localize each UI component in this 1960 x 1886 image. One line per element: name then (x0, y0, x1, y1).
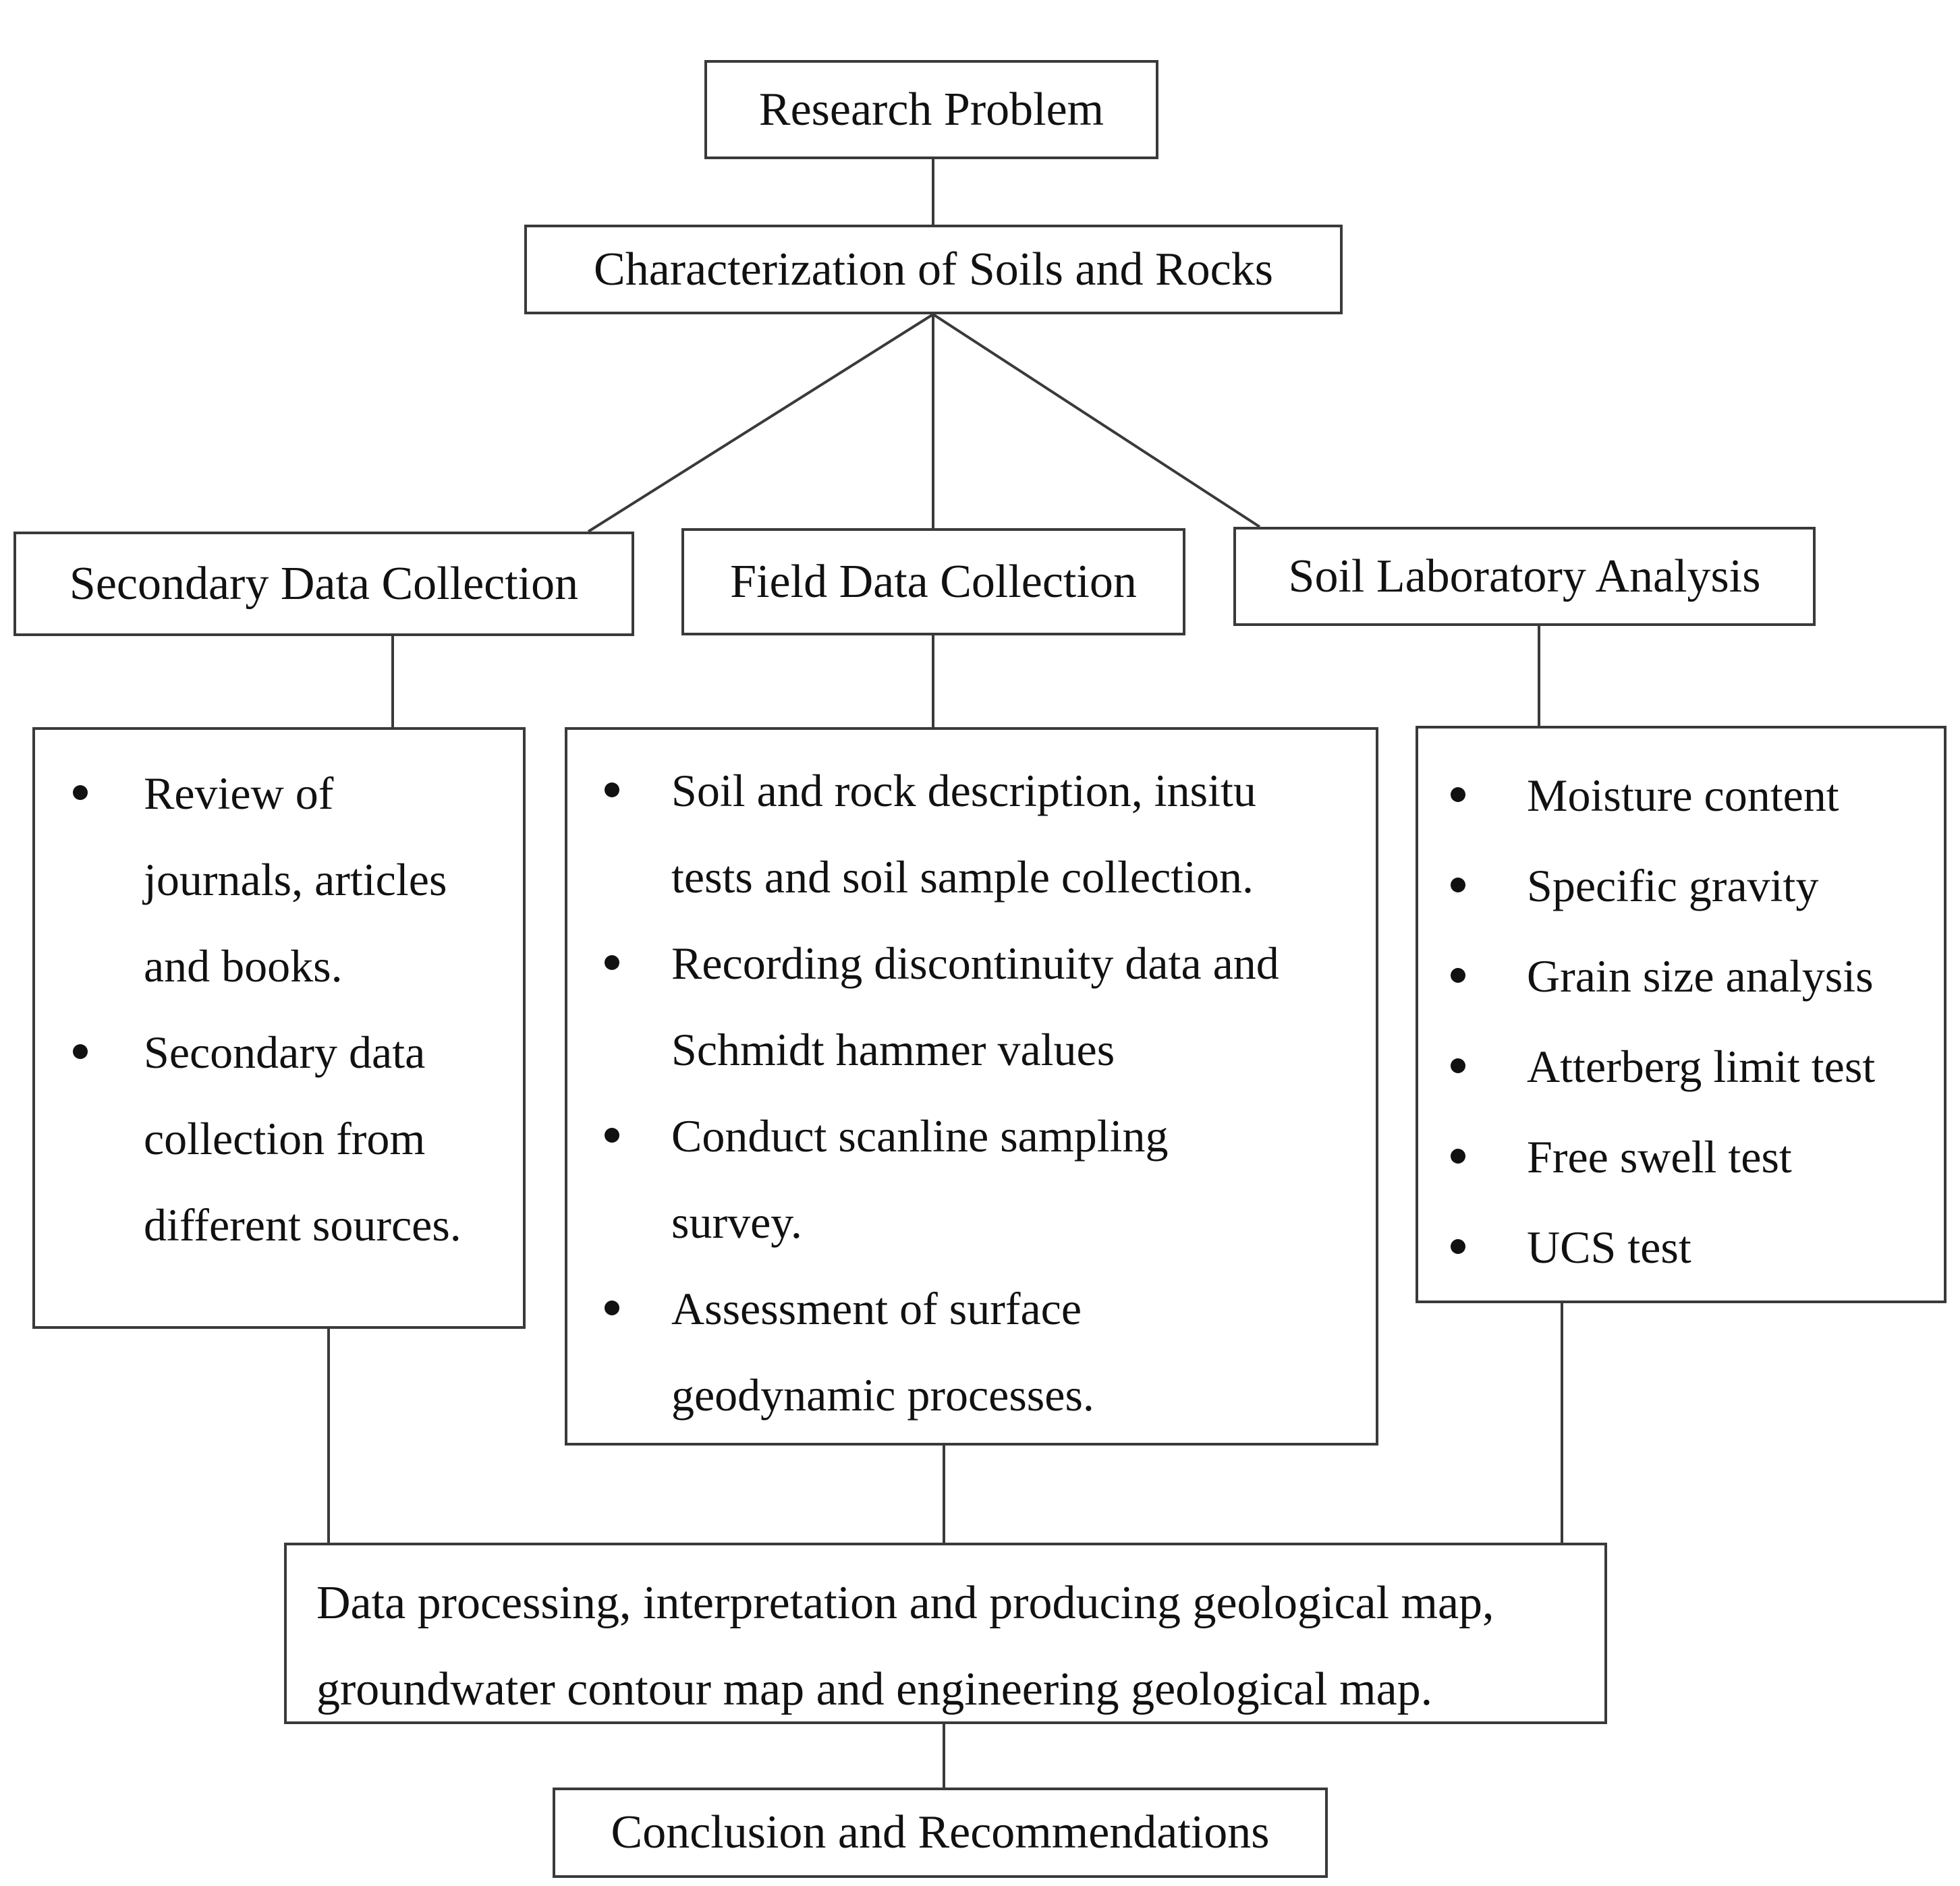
data-processing-line: Data processing, interpretation and prod… (316, 1577, 1494, 1629)
soil-laboratory-analysis-box: Soil Laboratory Analysis (1233, 527, 1816, 626)
bullet-icon (73, 1044, 88, 1059)
field-data-list-box: Soil and rock description, insitu tests … (565, 727, 1378, 1446)
secondary-data-collection-box: Secondary Data Collection (13, 532, 634, 636)
connector-characterization-to-laboratory (932, 313, 1261, 528)
list-item-line: Free swell test (1527, 1131, 1792, 1182)
list-item-line: Recording discontinuity data and (671, 938, 1279, 989)
connector-characterization-to-secondary (587, 313, 934, 533)
list-item-line: UCS test (1527, 1222, 1691, 1273)
list-item-line: Secondary data (144, 1027, 426, 1078)
list-item-line: and books. (144, 940, 343, 992)
bullet-icon (73, 785, 88, 800)
laboratory-list-box: Moisture content Specific gravity Grain … (1416, 726, 1947, 1303)
conclusion-label: Conclusion and Recommendations (611, 1806, 1270, 1858)
list-item-line: geodynamic processes. (671, 1369, 1094, 1421)
list-item-line: survey. (671, 1197, 802, 1248)
list-item: Atterberg limit test (1418, 1021, 1944, 1112)
list-item: Conduct scanline sampling survey. (567, 1093, 1376, 1265)
field-data-list: Soil and rock description, insitu tests … (567, 730, 1376, 1438)
data-processing-line: groundwater contour map and engineering … (316, 1663, 1433, 1715)
list-item-line: Schmidt hammer values (671, 1024, 1115, 1075)
field-data-collection-label: Field Data Collection (730, 555, 1137, 608)
secondary-data-list: Review of journals, articles and books. … (35, 730, 523, 1268)
list-item-line: different sources. (144, 1199, 461, 1251)
soil-laboratory-analysis-label: Soil Laboratory Analysis (1288, 550, 1761, 602)
list-item: Review of journals, articles and books. (35, 750, 523, 1009)
list-item: Recording discontinuity data and Schmidt… (567, 920, 1376, 1093)
bullet-icon (1451, 787, 1465, 802)
field-data-collection-box: Field Data Collection (681, 528, 1185, 635)
list-item-line: Grain size analysis (1527, 950, 1874, 1002)
list-item-line: tests and soil sample collection. (671, 851, 1254, 903)
secondary-data-collection-label: Secondary Data Collection (69, 557, 579, 610)
list-item: Grain size analysis (1418, 931, 1944, 1021)
bullet-icon (1451, 1149, 1465, 1164)
list-item-line: journals, articles (144, 854, 447, 905)
characterization-label: Characterization of Soils and Rocks (594, 243, 1273, 295)
bullet-icon (1451, 968, 1465, 983)
list-item-line: Assessment of surface (671, 1283, 1082, 1334)
list-item-line: Soil and rock description, insitu (671, 765, 1256, 816)
list-item-line: Moisture content (1527, 770, 1839, 821)
list-item-line: collection from (144, 1113, 426, 1164)
list-item-line: Conduct scanline sampling (671, 1110, 1169, 1162)
list-item-line: Review of (144, 768, 334, 819)
list-item: Assessment of surface geodynamic process… (567, 1265, 1376, 1438)
list-item-line: Atterberg limit test (1527, 1041, 1876, 1092)
laboratory-list: Moisture content Specific gravity Grain … (1418, 728, 1944, 1292)
research-problem-label: Research Problem (758, 83, 1104, 136)
bullet-icon (1451, 1058, 1465, 1073)
data-processing-box: Data processing, interpretation and prod… (284, 1543, 1607, 1724)
list-item: Free swell test (1418, 1112, 1944, 1202)
list-item: Moisture content (1418, 750, 1944, 840)
bullet-icon (605, 782, 619, 797)
bullet-icon (605, 1128, 619, 1143)
conclusion-box: Conclusion and Recommendations (553, 1788, 1328, 1878)
bullet-icon (1451, 878, 1465, 892)
list-item: Soil and rock description, insitu tests … (567, 747, 1376, 920)
research-problem-box: Research Problem (704, 60, 1158, 159)
data-processing-text: Data processing, interpretation and prod… (287, 1545, 1604, 1733)
list-item-line: Specific gravity (1527, 860, 1819, 911)
list-item: Specific gravity (1418, 840, 1944, 931)
list-item: UCS test (1418, 1202, 1944, 1292)
characterization-box: Characterization of Soils and Rocks (524, 225, 1343, 314)
secondary-data-list-box: Review of journals, articles and books. … (32, 727, 526, 1329)
bullet-icon (1451, 1239, 1465, 1254)
list-item: Secondary data collection from different… (35, 1009, 523, 1268)
bullet-icon (605, 955, 619, 970)
bullet-icon (605, 1301, 619, 1315)
